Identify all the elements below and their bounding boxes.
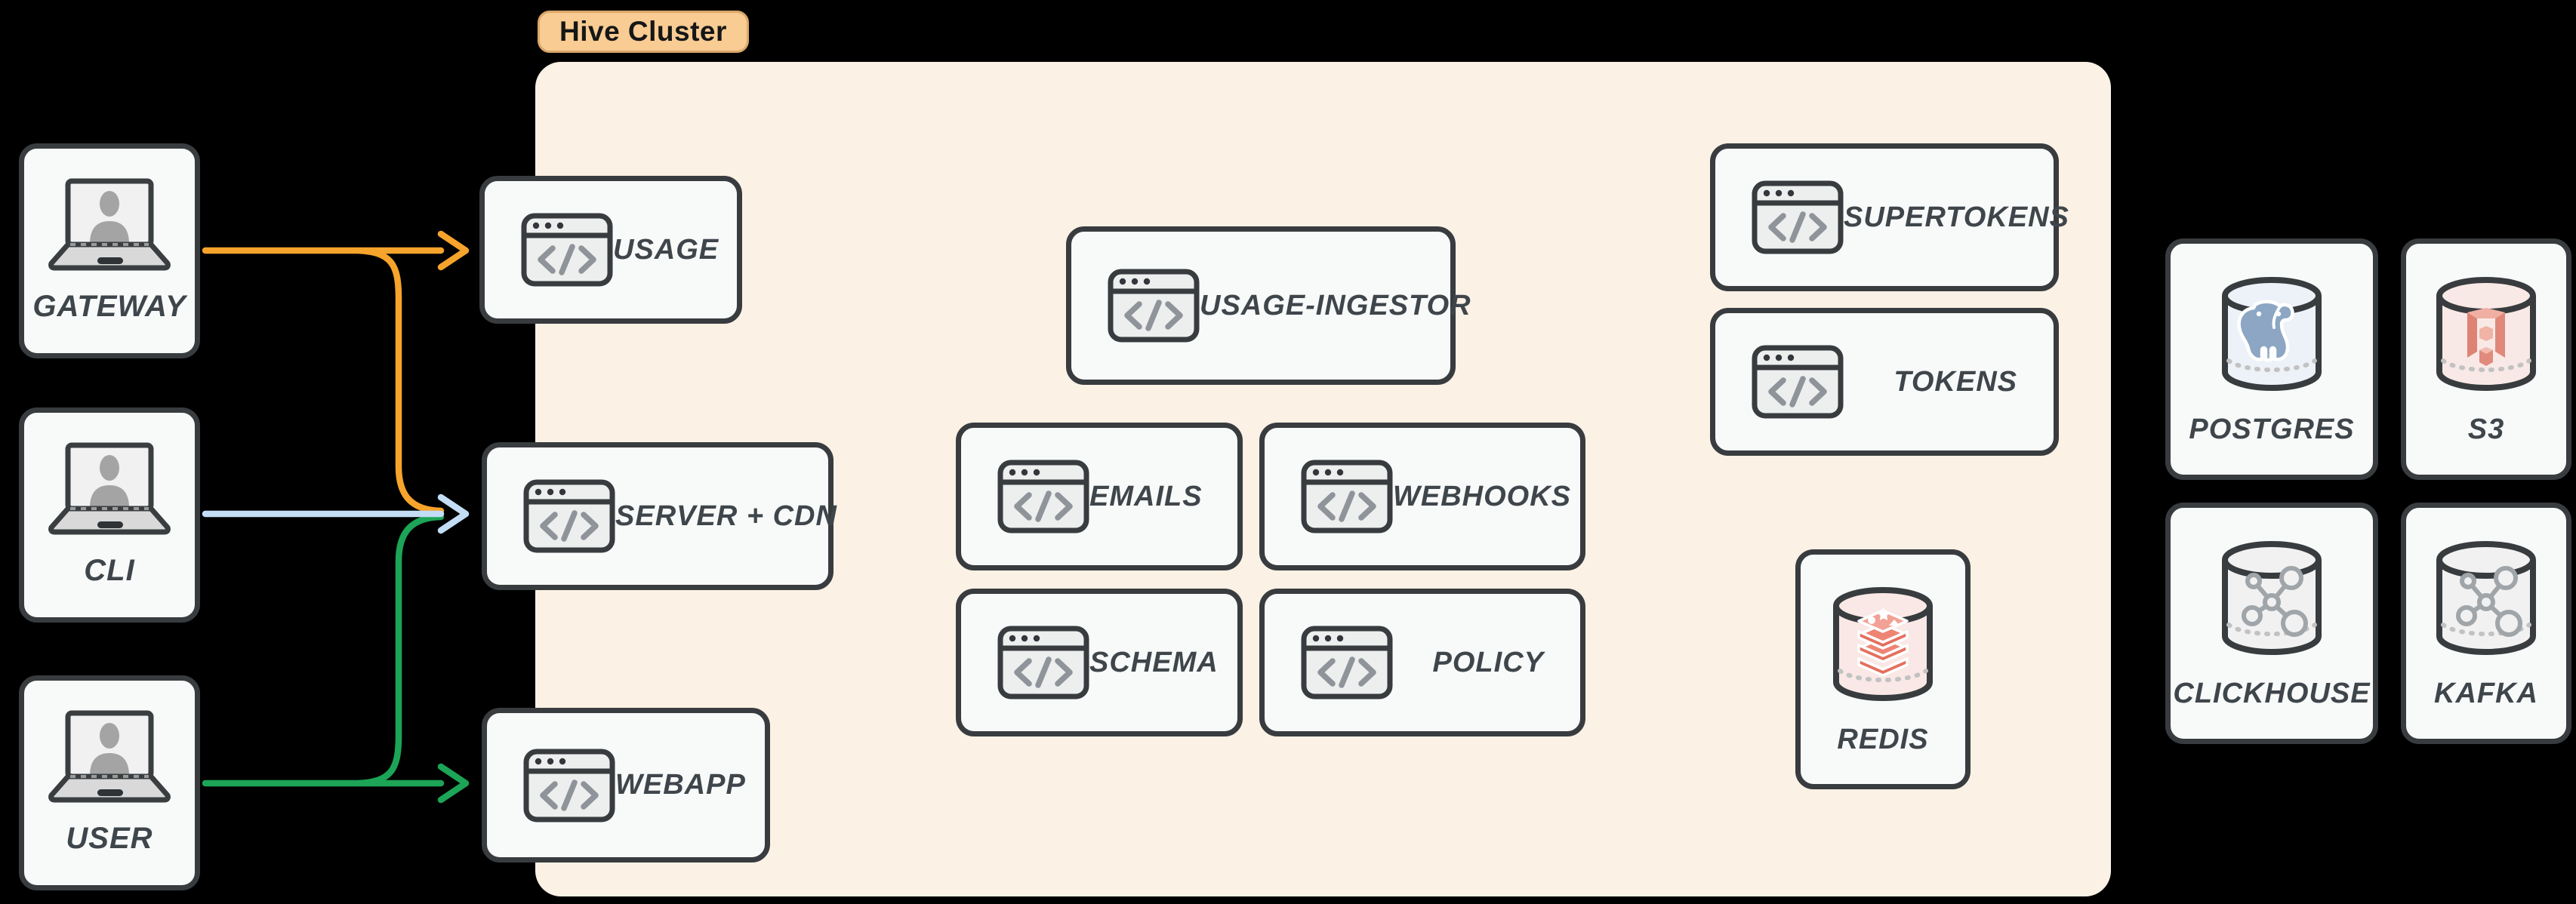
service-label: SUPERTOKENS [1844,201,2069,233]
code-window-icon [523,479,615,553]
datastore-label: S3 [2467,413,2505,445]
service-node-tokens: TOKENS [1710,308,2059,456]
actor-label: GATEWAY [32,290,186,323]
edge-gateway-usage-and-server [202,230,470,515]
datastore-node-s3: S3 [2401,238,2571,480]
service-label: SERVER + CDN [615,500,837,532]
datastore-node-postgres: POSTGRES [2165,238,2378,480]
actor-label: CLI [84,554,135,587]
datastore-node-redis: REDIS [1795,549,1971,789]
datastore-node-kafka: KAFKA [2401,503,2571,744]
datastore-label: REDIS [1837,723,1929,755]
datastore-label: CLICKHOUSE [2173,677,2371,709]
code-window-icon [1108,269,1200,343]
datastore-label: POSTGRES [2189,413,2355,445]
service-label: POLICY [1432,646,1544,678]
edge-user-webapp-and-server [202,513,470,804]
molecule-cylinder-icon [2430,537,2542,664]
postgres-cylinder-icon [2216,273,2328,400]
service-node-usage-ingestor: USAGE-INGESTOR [1066,226,1471,385]
hive-cluster-tag-label: Hive Cluster [559,16,727,47]
actor-node-gateway: GATEWAY [19,143,200,358]
molecule-cylinder-icon [2216,537,2328,664]
service-node-policy: POLICY [1259,589,1585,736]
actor-node-user: USER [19,675,200,890]
service-label: WEBHOOKS [1393,480,1571,512]
code-window-icon [997,460,1089,533]
code-window-icon [521,213,613,287]
service-label: TOKENS [1893,365,2017,398]
s3-cylinder-icon [2430,273,2542,400]
edge-cli-server [202,494,470,534]
datastore-label: KAFKA [2434,677,2538,709]
service-node-usage: USAGE [479,176,742,324]
service-node-server-cdn: SERVER + CDN [482,442,837,590]
service-node-emails: EMAILS [956,423,1243,570]
service-node-webhooks: WEBHOOKS [1259,423,1585,570]
service-label: USAGE-INGESTOR [1200,289,1471,321]
code-window-icon [1752,180,1844,254]
code-window-icon [1752,345,1844,419]
service-label: EMAILS [1089,480,1203,512]
laptop-user-icon [45,710,174,805]
hive-cluster-tag: Hive Cluster [538,11,749,53]
datastore-node-clickhouse: CLICKHOUSE [2165,503,2378,744]
service-label: SCHEMA [1089,646,1219,678]
actor-node-cli: CLI [19,407,200,623]
service-node-schema: SCHEMA [956,589,1243,736]
actor-label: USER [66,822,153,855]
code-window-icon [523,749,615,823]
laptop-user-icon [45,442,174,537]
code-window-icon [1301,626,1393,700]
service-label: USAGE [613,233,719,266]
service-label: WEBAPP [615,769,746,801]
service-node-webapp: WEBAPP [482,708,770,862]
code-window-icon [1301,460,1393,533]
redis-cylinder-icon [1827,583,1939,710]
service-node-supertokens: SUPERTOKENS [1710,143,2069,291]
code-window-icon [997,626,1089,700]
laptop-user-icon [45,178,174,273]
